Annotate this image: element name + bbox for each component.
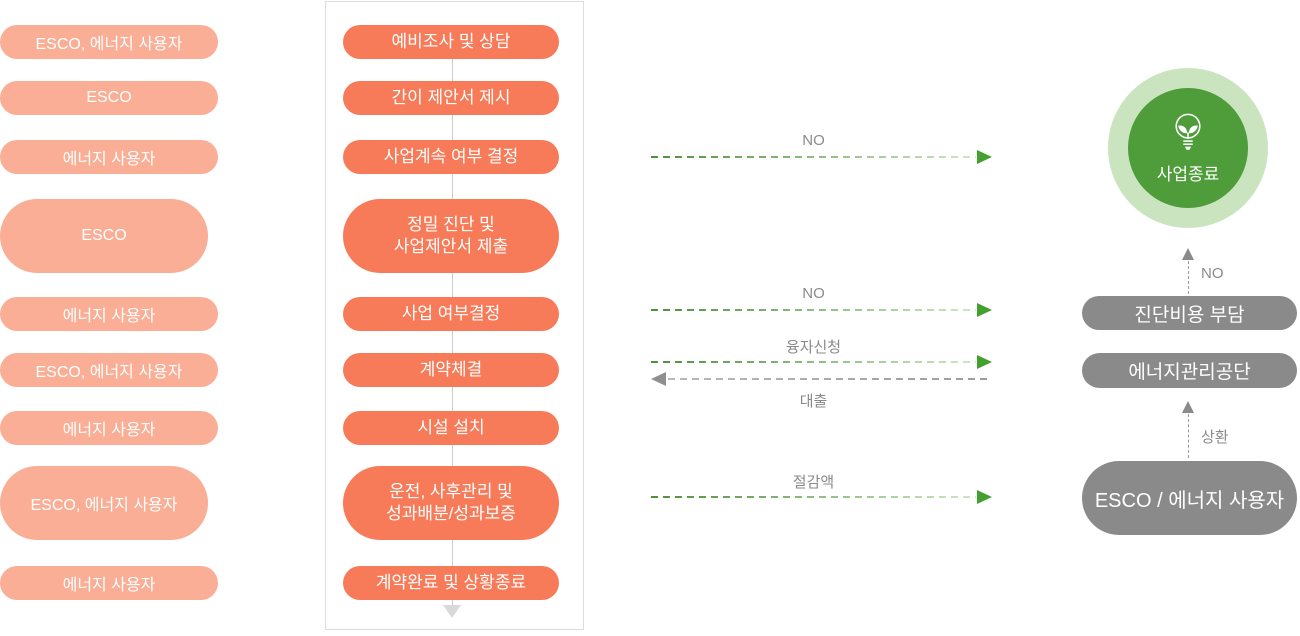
process-step: 운전, 사후관리 및 성과배분/성과보증 bbox=[343, 466, 559, 540]
actor-label: ESCO, 에너지 사용자 bbox=[35, 364, 183, 381]
process-step: 시설 설치 bbox=[343, 411, 559, 445]
dashed-arrow-line bbox=[651, 361, 976, 363]
step-label: 계약완료 및 상황종료 bbox=[375, 572, 527, 592]
arrow-label: 융자신청 bbox=[785, 339, 842, 356]
arrow-right-icon bbox=[977, 150, 992, 164]
actor-pill: ESCO bbox=[0, 81, 218, 115]
arrow-right-icon bbox=[977, 490, 992, 504]
step-label: 시설 설치 bbox=[417, 417, 485, 437]
dashed-arrow-line bbox=[1188, 414, 1189, 458]
process-step: 사업 여부결정 bbox=[343, 297, 559, 331]
actor-pill: 에너지 사용자 bbox=[0, 140, 218, 174]
actor-pill: ESCO, 에너지 사용자 bbox=[0, 25, 218, 59]
gray-pill: 진단비용 부담 bbox=[1082, 296, 1297, 330]
actor-label: 에너지 사용자 bbox=[62, 577, 156, 594]
gray-pill: 에너지관리공단 bbox=[1082, 353, 1297, 388]
end-node: 사업종료 bbox=[1128, 88, 1248, 208]
actor-label: ESCO, 에너지 사용자 bbox=[30, 497, 178, 514]
arrow-label: 절감액 bbox=[792, 474, 835, 491]
arrow-label: NO bbox=[802, 132, 825, 149]
lightbulb-leaf-icon bbox=[1175, 113, 1201, 150]
arrow-label: 상환 bbox=[1201, 429, 1229, 446]
actor-label: ESCO bbox=[81, 227, 127, 244]
dashed-arrow-line bbox=[1188, 261, 1189, 294]
process-step: 정밀 진단 및 사업제안서 제출 bbox=[343, 199, 559, 273]
gray-pill-label: 에너지관리공단 bbox=[1128, 362, 1251, 383]
process-step: 예비조사 및 상담 bbox=[343, 25, 559, 59]
dashed-arrow-line bbox=[651, 496, 976, 498]
process-step: 사업계속 여부 결정 bbox=[343, 140, 559, 174]
flow-end-arrow-icon bbox=[443, 605, 461, 618]
arrow-up-icon bbox=[1182, 401, 1194, 413]
arrow-right-icon bbox=[977, 303, 992, 317]
arrow-right-icon bbox=[977, 355, 992, 369]
process-step: 간이 제안서 제시 bbox=[343, 81, 559, 115]
process-step: 계약체결 bbox=[343, 353, 559, 387]
step-label: 정밀 진단 및 bbox=[407, 214, 495, 234]
step-label: 사업계속 여부 결정 bbox=[383, 146, 519, 166]
dashed-arrow-line bbox=[651, 156, 976, 158]
step-label: 계약체결 bbox=[419, 359, 483, 379]
actor-pill: ESCO, 에너지 사용자 bbox=[0, 353, 218, 387]
step-label: 간이 제안서 제시 bbox=[391, 87, 511, 107]
actor-label: 에너지 사용자 bbox=[62, 151, 156, 168]
arrow-label: NO bbox=[802, 285, 825, 302]
step-label: 성과배분/성과보증 bbox=[386, 504, 516, 523]
arrow-up-icon bbox=[1182, 248, 1194, 260]
actor-pill: 에너지 사용자 bbox=[0, 297, 218, 331]
actor-pill: ESCO, 에너지 사용자 bbox=[0, 466, 208, 540]
step-label: 예비조사 및 상담 bbox=[391, 31, 511, 51]
step-label: 사업제안서 제출 bbox=[393, 237, 509, 256]
gray-pill: ESCO / 에너지 사용자 bbox=[1082, 461, 1297, 535]
arrow-label: 대출 bbox=[799, 393, 828, 410]
gray-pill-label: 진단비용 부담 bbox=[1134, 304, 1245, 326]
process-step: 계약완료 및 상황종료 bbox=[343, 566, 559, 600]
actor-pill: ESCO bbox=[0, 199, 208, 273]
actor-pill: 에너지 사용자 bbox=[0, 566, 218, 600]
process-column-frame bbox=[325, 1, 584, 630]
step-label: 운전, 사후관리 및 bbox=[389, 481, 513, 501]
dashed-arrow-line bbox=[651, 309, 976, 311]
step-label: 사업 여부결정 bbox=[401, 303, 501, 323]
arrow-left-icon bbox=[651, 372, 666, 386]
actor-label: 에너지 사용자 bbox=[62, 422, 156, 439]
end-node-label: 사업종료 bbox=[1156, 164, 1220, 184]
dashed-arrow-line bbox=[668, 378, 988, 380]
actor-label: ESCO bbox=[86, 89, 132, 106]
actor-label: ESCO, 에너지 사용자 bbox=[35, 36, 183, 53]
arrow-label: NO bbox=[1201, 265, 1224, 282]
gray-pill-label: ESCO / 에너지 사용자 bbox=[1094, 489, 1285, 512]
actor-label: 에너지 사용자 bbox=[62, 308, 156, 325]
actor-pill: 에너지 사용자 bbox=[0, 411, 218, 445]
